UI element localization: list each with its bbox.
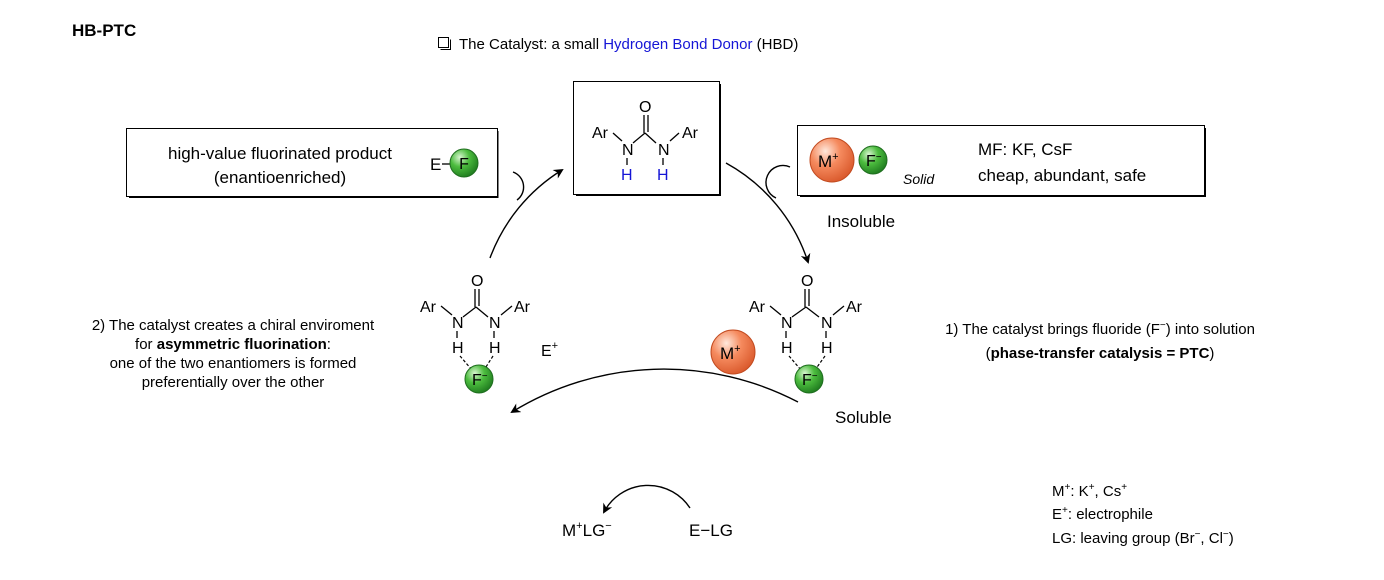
svg-text:H: H [781, 340, 793, 357]
svg-text:M+: M+ [720, 343, 741, 363]
salt-line1: MF: KF, CsF [978, 140, 1072, 159]
left-explanation: 2) The catalyst creates a chiral envirom… [92, 317, 375, 391]
arrow-left-to-top [489, 168, 564, 259]
arrow-leaving-group [603, 484, 691, 514]
svg-text:one of the two enantiomers is: one of the two enantiomers is formed [110, 355, 357, 372]
svg-text:O: O [639, 99, 651, 116]
arrow-bottom-right-to-left [510, 368, 799, 414]
nh-hydrogen-left: H [621, 167, 633, 184]
svg-text:Ar: Ar [749, 299, 766, 316]
legend: M+: K+, Cs+ E+: electrophile LG: leaving… [1052, 482, 1234, 547]
urea-fluoride-complex-right: Ar N O N Ar H H F− M+ [710, 273, 863, 394]
fluorine-ball: F [449, 148, 479, 178]
legend-electrophile: E+: electrophile [1052, 505, 1153, 523]
svg-text:for asymmetric fluorination:: for asymmetric fluorination: [135, 336, 331, 353]
electrophile-label: E+ [541, 340, 558, 360]
legend-metal: M+: K+, Cs+ [1052, 482, 1127, 500]
right-explanation: 1) The catalyst brings fluoride (F−) int… [945, 320, 1255, 362]
arrow-salt-uptake [765, 164, 791, 199]
legend-leaving-group: LG: leaving group (Br−, Cl−) [1052, 529, 1234, 547]
svg-text:The Catalyst: a small Hydrogen: The Catalyst: a small Hydrogen Bond Dono… [459, 36, 798, 53]
svg-text:Ar: Ar [846, 299, 863, 316]
byproduct-label: M+LG− [562, 520, 612, 540]
svg-text:preferentially over the other: preferentially over the other [142, 374, 325, 391]
svg-text:2) The catalyst creates a chir: 2) The catalyst creates a chiral envirom… [92, 317, 375, 334]
svg-text:Ar: Ar [514, 299, 531, 316]
catalyst-header: The Catalyst: a small Hydrogen Bond Dono… [438, 36, 798, 53]
salt-line2: cheap, abundant, safe [978, 166, 1146, 185]
svg-text:N: N [489, 315, 501, 332]
metal-ball: M+ [710, 329, 756, 375]
reagent-label: E−LG [689, 521, 733, 540]
nh-hydrogen-right: H [657, 167, 669, 184]
svg-text:N: N [622, 142, 634, 159]
arrow-top-to-right [725, 162, 811, 264]
svg-text:(phase-transfer catalysis = PT: (phase-transfer catalysis = PTC) [986, 345, 1215, 362]
svg-text:F−: F− [866, 152, 882, 170]
svg-text:Ar: Ar [682, 125, 699, 142]
urea-fluoride-complex-left: Ar N O N Ar H H F− E+ [420, 273, 558, 394]
soluble-label: Soluble [835, 408, 892, 427]
svg-text:N: N [452, 315, 464, 332]
metal-ball: M+ [809, 137, 855, 183]
svg-text:Ar: Ar [592, 125, 609, 142]
catalyst-header-highlight: Hydrogen Bond Donor [603, 36, 752, 53]
product-label-line2: (enantioenriched) [214, 168, 346, 187]
catalyst-header-prefix: The Catalyst: a small [459, 36, 603, 53]
fluoride-salt-box: M+ F− Solid MF: KF, CsF cheap, abundant,… [797, 125, 1206, 197]
fluoride-ball: F− [858, 145, 888, 175]
product-box: high-value fluorinated product (enantioe… [126, 128, 499, 198]
svg-text:F: F [459, 156, 469, 173]
svg-text:Ar: Ar [420, 299, 437, 316]
catalyst-box: Ar N O N Ar H H [573, 81, 721, 196]
svg-text:O: O [801, 273, 813, 290]
svg-text:F−: F− [802, 371, 818, 389]
svg-text:N: N [658, 142, 670, 159]
checkbox-icon [438, 37, 451, 50]
arrow-product-release [512, 171, 525, 201]
catalytic-cycle-arrows [489, 162, 811, 514]
insoluble-label: Insoluble [827, 212, 895, 231]
svg-text:1) The catalyst brings fluorid: 1) The catalyst brings fluoride (F−) int… [945, 320, 1255, 338]
svg-text:N: N [821, 315, 833, 332]
svg-text:H: H [821, 340, 833, 357]
svg-text:N: N [781, 315, 793, 332]
svg-text:H: H [452, 340, 464, 357]
solid-label: Solid [903, 171, 935, 187]
svg-text:O: O [471, 273, 483, 290]
svg-text:M+: M+ [818, 151, 839, 171]
svg-text:F−: F− [472, 371, 488, 389]
product-electrophile: E [430, 155, 441, 174]
catalyst-header-suffix: (HBD) [752, 36, 798, 53]
fluorine-ball: F− [794, 364, 824, 394]
scheme-title: HB-PTC [72, 21, 136, 40]
urea-structure-top: Ar N O N Ar H H [592, 99, 699, 184]
svg-text:H: H [489, 340, 501, 357]
fluorine-ball: F− [464, 364, 494, 394]
product-label-line1: high-value fluorinated product [168, 144, 392, 163]
